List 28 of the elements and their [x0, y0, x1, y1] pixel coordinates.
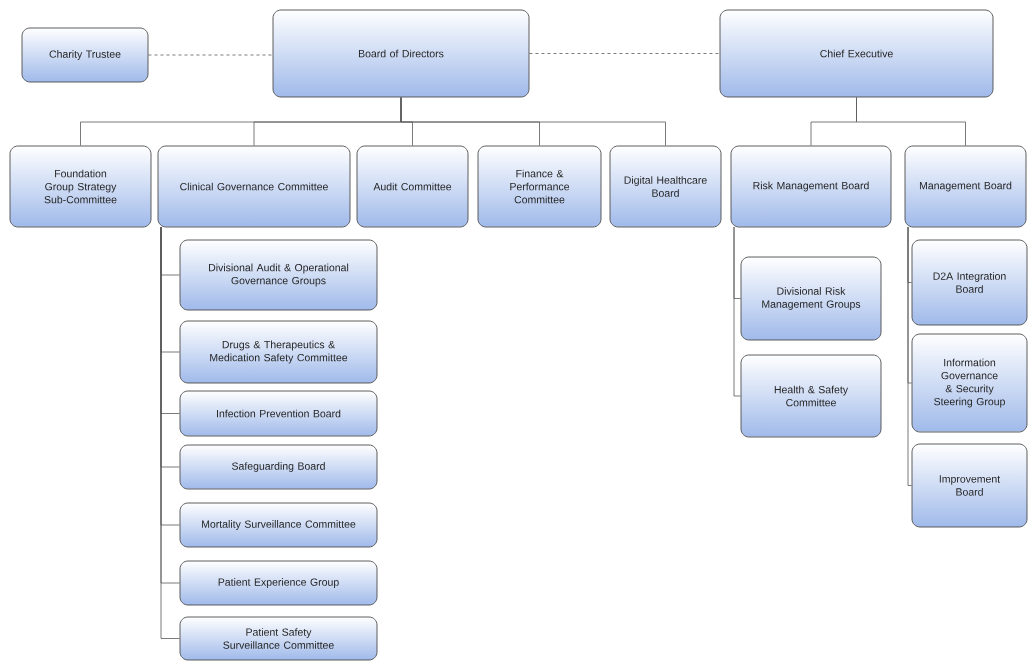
- org-box: Board of Directors: [272, 9, 530, 98]
- org-box: Digital Healthcare Board: [609, 145, 722, 228]
- org-box: Foundation Group Strategy Sub-Committee: [9, 145, 152, 228]
- connector-line: [733, 226, 741, 397]
- org-box: Patient Safety Surveillance Committee: [179, 616, 378, 661]
- org-box: Divisional Audit & Operational Governance Groups: [179, 239, 378, 311]
- org-box: Finance & Performance Committee: [477, 145, 602, 228]
- connector-line: [529, 53, 720, 54]
- org-box: D2A Integration Board: [911, 239, 1028, 326]
- org-box: Risk Management Board: [730, 145, 892, 228]
- org-box: Charity Trustee: [21, 27, 149, 83]
- org-box: Mortality Surveillance Committee: [179, 502, 378, 548]
- connector-line: [400, 97, 666, 146]
- org-box: Information Governance & Security Steering Group: [911, 333, 1028, 433]
- connector-line: [856, 97, 966, 146]
- org-box: Patient Experience Group: [179, 560, 378, 606]
- org-box: Safeguarding Board: [179, 444, 378, 490]
- org-box: Drugs & Therapeutics & Medication Safety Committee: [179, 320, 378, 384]
- org-box: Improvement Board: [911, 443, 1028, 528]
- org-box: Chief Executive: [719, 9, 994, 98]
- org-box: Clinical Governance Committee: [157, 145, 351, 228]
- org-box: Management Board: [904, 145, 1027, 228]
- org-box: Health & Safety Committee: [740, 354, 882, 438]
- connector-line: [907, 226, 912, 486]
- connector-line: [148, 54, 273, 56]
- org-box: Audit Committee: [356, 145, 469, 228]
- org-box: Divisional Risk Management Groups: [740, 256, 882, 341]
- org-box: Infection Prevention Board: [179, 390, 378, 437]
